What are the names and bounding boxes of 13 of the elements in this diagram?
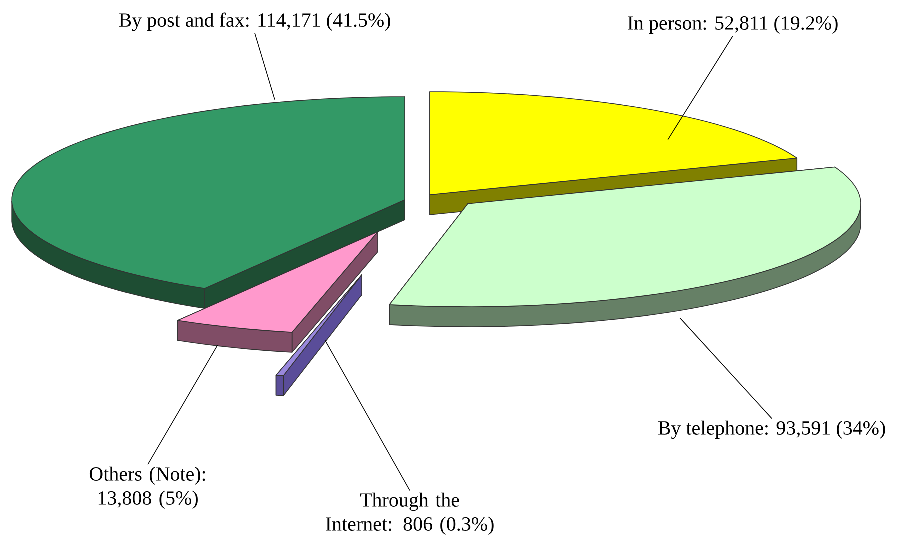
leader-line (324, 340, 410, 492)
pie-slice (430, 92, 798, 216)
leader-line (680, 318, 772, 420)
slice-label: Through the Internet: 806 (0.3%) (326, 492, 494, 536)
slice-label: By post and fax: 114,171 (41.5%) (119, 12, 390, 32)
leader-line (254, 33, 276, 100)
pie-slice (276, 274, 362, 396)
slice-label: In person: 52,811 (19.2%) (628, 16, 838, 34)
slice-label: By telephone: 93,591 (34%) (658, 420, 886, 440)
pie-slice (389, 166, 862, 328)
pie-slice (12, 96, 406, 310)
leader-line (668, 36, 734, 140)
slice-label: Others (Note): 13,808 (5%) (90, 466, 206, 510)
